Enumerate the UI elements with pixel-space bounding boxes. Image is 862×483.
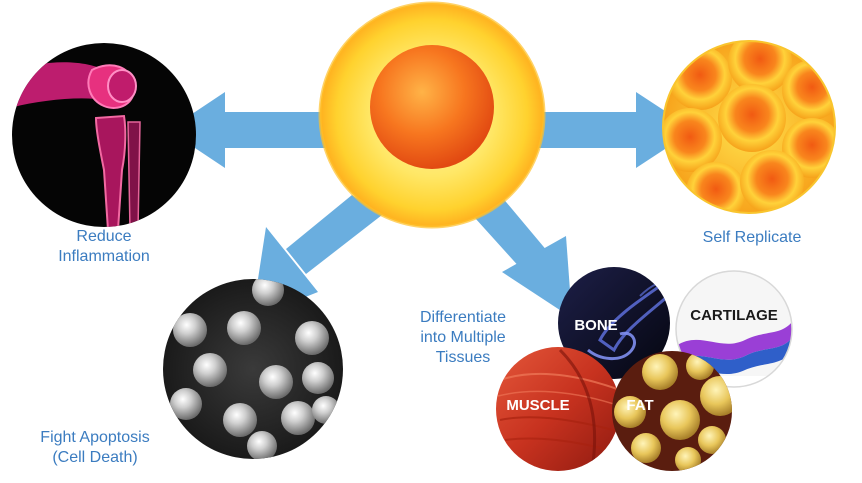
- self-replicate-text: Self Replicate: [702, 229, 802, 246]
- differentiate-line-1: Differentiate: [420, 309, 506, 326]
- arrow-to-inflammation: [168, 92, 332, 168]
- differentiate-line-3: Tissues: [435, 349, 491, 366]
- differentiate-line-2: into Multiple: [420, 329, 506, 346]
- cartilage-tissue: CARTILAGE: [675, 270, 793, 388]
- knee-joint-icon: [12, 43, 196, 227]
- reduce-inflammation-caption: Reduce Inflammation: [42, 227, 166, 267]
- muscle-tissue: MUSCLE: [496, 347, 620, 471]
- stem-cell-icon: [318, 1, 546, 229]
- muscle-label: MUSCLE: [506, 397, 569, 414]
- differentiate-caption: Differentiate into Multiple Tissues: [400, 308, 526, 368]
- apoptosis-line-2: (Cell Death): [52, 449, 138, 466]
- apoptosis-line-1: Fight Apoptosis: [40, 429, 150, 446]
- cartilage-label: CARTILAGE: [690, 307, 778, 324]
- fat-label: FAT: [626, 397, 653, 414]
- healthy-cells-icon: [163, 279, 343, 459]
- reduce-line-1: Reduce: [76, 228, 132, 245]
- cell-cluster-icon: [662, 40, 836, 214]
- bone-label: BONE: [574, 317, 617, 334]
- fat-tissue: FAT: [612, 351, 732, 471]
- reduce-line-2: Inflammation: [58, 248, 150, 265]
- self-replicate-caption: Self Replicate: [694, 228, 810, 248]
- fight-apoptosis-caption: Fight Apoptosis (Cell Death): [30, 428, 160, 468]
